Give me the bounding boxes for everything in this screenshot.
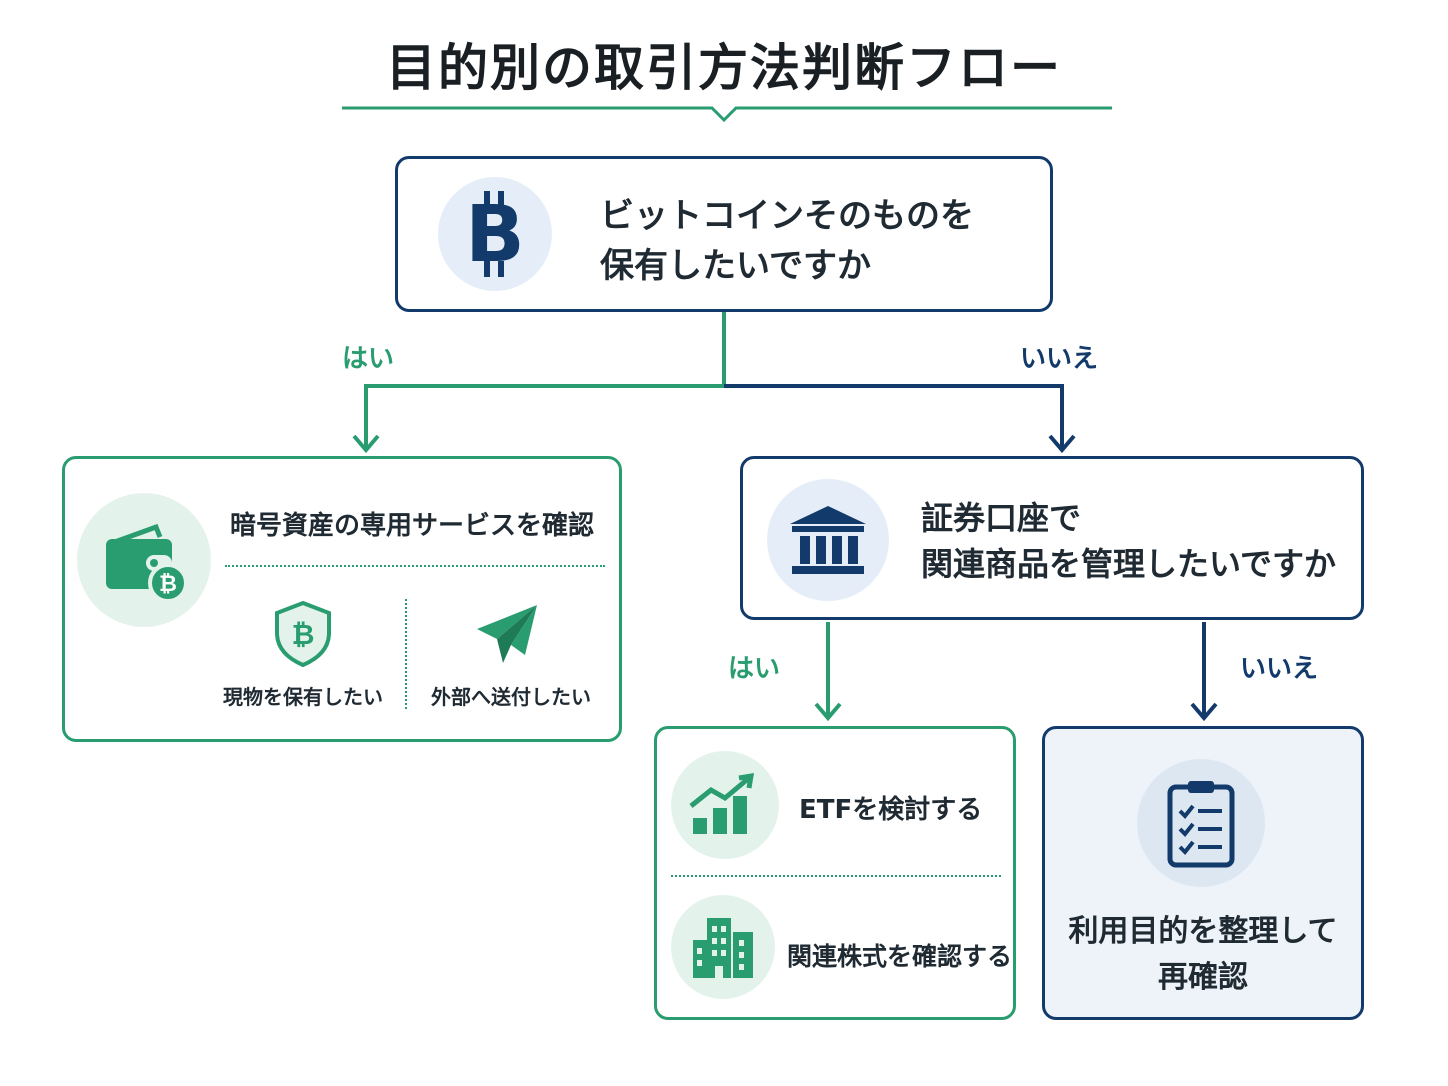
dotted-divider [671,875,1001,877]
title-underline [342,106,1112,123]
q1-yes-arrowhead [352,434,380,454]
growth-chart-icon [671,751,779,859]
question2-box: 証券口座で 関連商品を管理したいですか [740,456,1364,620]
securities-item-label: 関連株式を確認する [787,942,1013,971]
paper-plane-icon [473,601,541,671]
q1-yes-connector [364,384,724,450]
wallet-bitcoin-icon: ₿ [77,493,211,627]
q1-no-arrowhead [1048,434,1076,454]
shield-bitcoin-icon: ₿ [271,599,335,673]
dotted-divider-vertical [405,599,407,709]
crypto-service-box: ₿ 暗号資産の専用サービスを確認 ₿ 現物を保有したい 外部へ送付したい [62,456,622,742]
checklist-clipboard-icon [1137,759,1265,887]
question2-text: 証券口座で 関連商品を管理したいですか [921,499,1337,583]
reconsider-box: 利用目的を整理して 再確認 [1042,726,1364,1020]
q2-no-label: いいえ [1240,654,1319,684]
svg-text:₿: ₿ [292,618,315,651]
page-title: 目的別の取引方法判断フロー [386,39,1062,97]
dotted-divider [225,565,605,567]
bitcoin-icon: B [438,177,552,291]
q1-no-label: いいえ [1020,344,1099,374]
question1-text: ビットコインそのものを 保有したいですか [600,196,974,286]
question1-box: B ビットコインそのものを 保有したいですか [395,156,1053,312]
securities-item-label: ETFを検討する [799,795,983,825]
crypto-service-title: 暗号資産の専用サービスを確認 [230,511,595,541]
q2-yes-arrowhead [814,702,842,722]
q2-no-arrowhead [1190,702,1218,722]
reconsider-text: 利用目的を整理して 再確認 [1068,914,1338,995]
svg-text:₿: ₿ [159,572,177,597]
q1-no-connector [724,384,1064,450]
securities-box: ETFを検討する 関連株式を確認する [654,726,1016,1020]
q2-yes-label: はい [728,654,781,684]
bank-icon [767,479,889,601]
svg-text:B: B [465,190,524,279]
buildings-icon [671,895,775,999]
q1-yes-label: はい [342,344,395,374]
option-label: 外部へ送付したい [431,685,591,709]
option-label: 現物を保有したい [223,685,383,709]
